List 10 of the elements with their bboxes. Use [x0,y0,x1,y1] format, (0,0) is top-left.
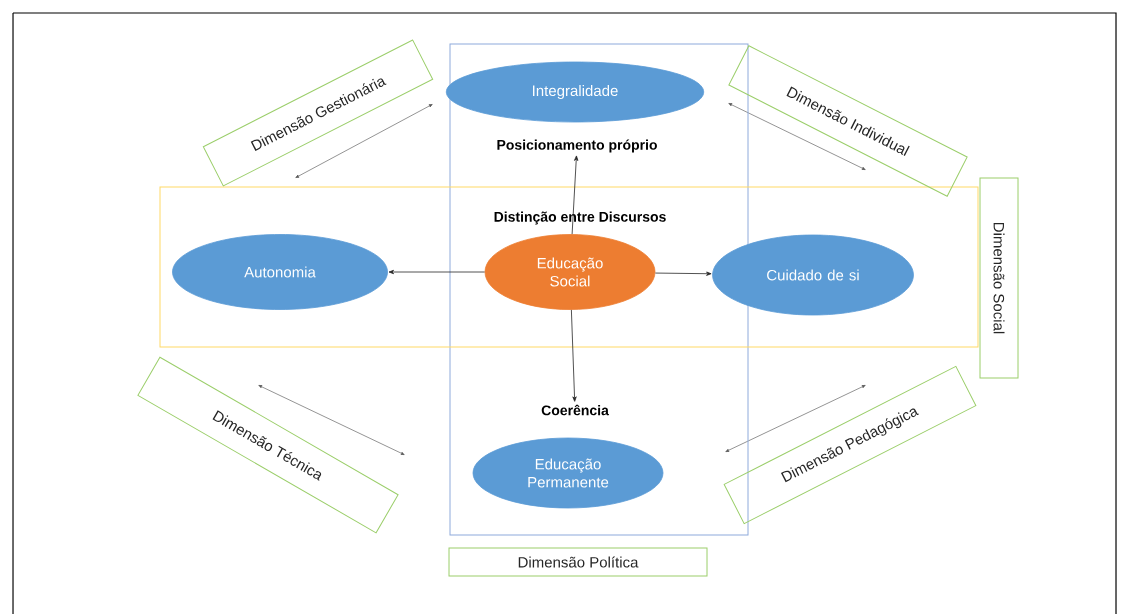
frame-box [449,43,749,536]
dimension-box: Dimensão Política [448,547,708,577]
bold-label: Posicionamento próprio [497,139,657,153]
arrow [571,155,579,235]
bold-label: Coerência [541,404,609,416]
box-heading: Distinção entre Discursos [494,211,666,225]
dimension-box: Dimensão Social [979,177,1019,379]
arrow [388,269,485,275]
arrow [654,271,712,276]
arrow [571,309,577,402]
